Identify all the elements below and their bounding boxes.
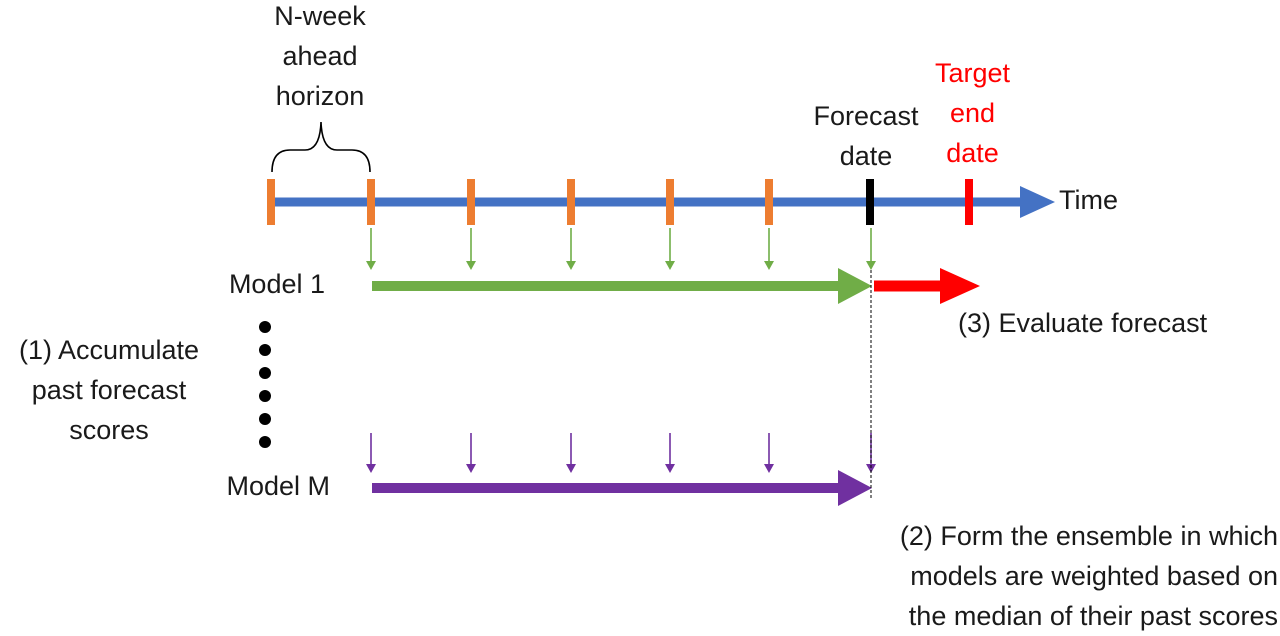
model1-score-arrow-head (764, 261, 774, 270)
model1-score-arrow-head (566, 261, 576, 270)
modelM-score-arrow-head (366, 464, 376, 473)
week-tick (567, 179, 575, 225)
target-end-date-tick (965, 179, 973, 225)
dot (259, 413, 271, 425)
model1-score-arrow-head (366, 261, 376, 270)
evaluate-arrowhead (940, 268, 980, 304)
model1-score-arrow-head (466, 261, 476, 270)
target-end-date-label-line: Target (934, 58, 1011, 88)
dot (259, 390, 271, 402)
step1-label: (1) Accumulate past forecast scores (0, 330, 218, 450)
dot (259, 344, 271, 356)
target-end-date-label-line: date (946, 138, 999, 168)
horizon-brace (271, 121, 371, 173)
modelM-arrowhead (838, 470, 872, 506)
week-ticks (267, 179, 773, 225)
model1-score-arrows (366, 228, 876, 270)
modelM-score-arrow-head (866, 464, 876, 473)
horizon-label-line: horizon (275, 81, 365, 111)
time-label: Time (1059, 185, 1118, 215)
step3-label: (3) Evaluate forecast (958, 308, 1208, 338)
model1-score-arrow-head (665, 261, 675, 270)
dot (259, 436, 271, 448)
forecast-date-label-line: date (839, 141, 893, 171)
target-end-date-label: Target end date (915, 53, 1030, 173)
target-end-date-label-line: end (949, 98, 996, 128)
timeline-arrowhead (1020, 186, 1055, 218)
week-tick (765, 179, 773, 225)
modelM-score-arrow-head (665, 464, 675, 473)
model1-arrowhead (838, 268, 872, 304)
step1-label-line: (1) Accumulate (18, 335, 200, 365)
horizon-label-line: N-week (274, 1, 366, 31)
step2-label-line: models are weighted based on (910, 561, 1278, 591)
modelM-score-arrow-head (566, 464, 576, 473)
modelM-score-arrows (366, 433, 876, 473)
dot (259, 321, 271, 333)
model1-label: Model 1 (228, 269, 325, 299)
ellipsis-dots (259, 321, 271, 448)
horizon-label: N-week ahead horizon (255, 0, 385, 116)
week-tick (367, 179, 375, 225)
horizon-label-line: ahead (282, 41, 358, 71)
modelM-score-arrow-head (764, 464, 774, 473)
step1-label-line: past forecast (31, 375, 187, 405)
step2-label-line: (2) Form the ensemble in which (899, 521, 1278, 551)
forecast-date-label: Forecast date (800, 96, 932, 176)
week-tick (666, 179, 674, 225)
dot (259, 367, 271, 379)
forecast-date-label-line: Forecast (813, 101, 919, 131)
week-tick (467, 179, 475, 225)
modelM-score-arrow-head (466, 464, 476, 473)
step1-label-line: scores (69, 415, 149, 445)
week-tick (267, 179, 275, 225)
modelM-label: Model M (226, 471, 330, 501)
step2-label-line: the median of their past scores (908, 601, 1278, 631)
step2-label: (2) Form the ensemble in which models ar… (800, 516, 1278, 636)
model1-score-arrow-head (866, 261, 876, 270)
forecast-date-tick (866, 179, 874, 225)
